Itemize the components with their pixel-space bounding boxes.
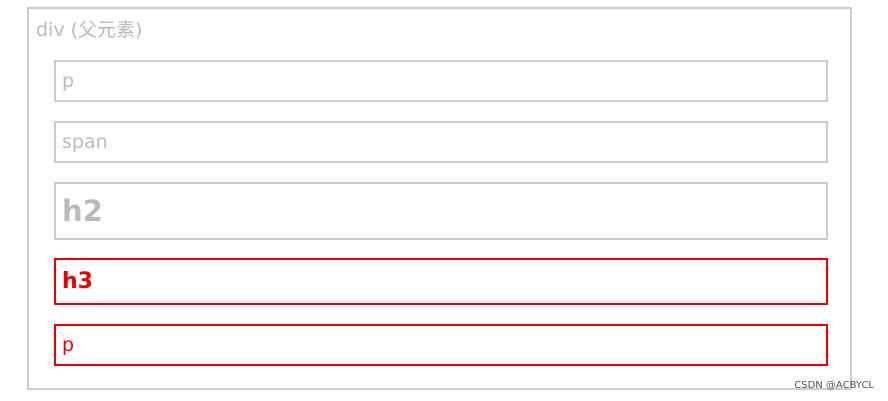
child-p-box-selected: p (54, 324, 828, 366)
child-h3-label: h3 (62, 269, 93, 294)
parent-div-box: div (父元素) p span h2 h3 p (27, 7, 852, 390)
child-p-label: p (62, 70, 75, 92)
child-p-selected-label: p (62, 334, 75, 356)
child-h2-box: h2 (54, 182, 828, 240)
watermark: CSDN @ACBYCL (794, 380, 874, 391)
child-h3-box-selected: h3 (54, 258, 828, 305)
child-span-label: span (62, 131, 108, 153)
child-h2-label: h2 (62, 194, 103, 228)
child-span-box: span (54, 121, 828, 163)
parent-label: div (父元素) (36, 19, 143, 41)
child-p-box: p (54, 60, 828, 102)
